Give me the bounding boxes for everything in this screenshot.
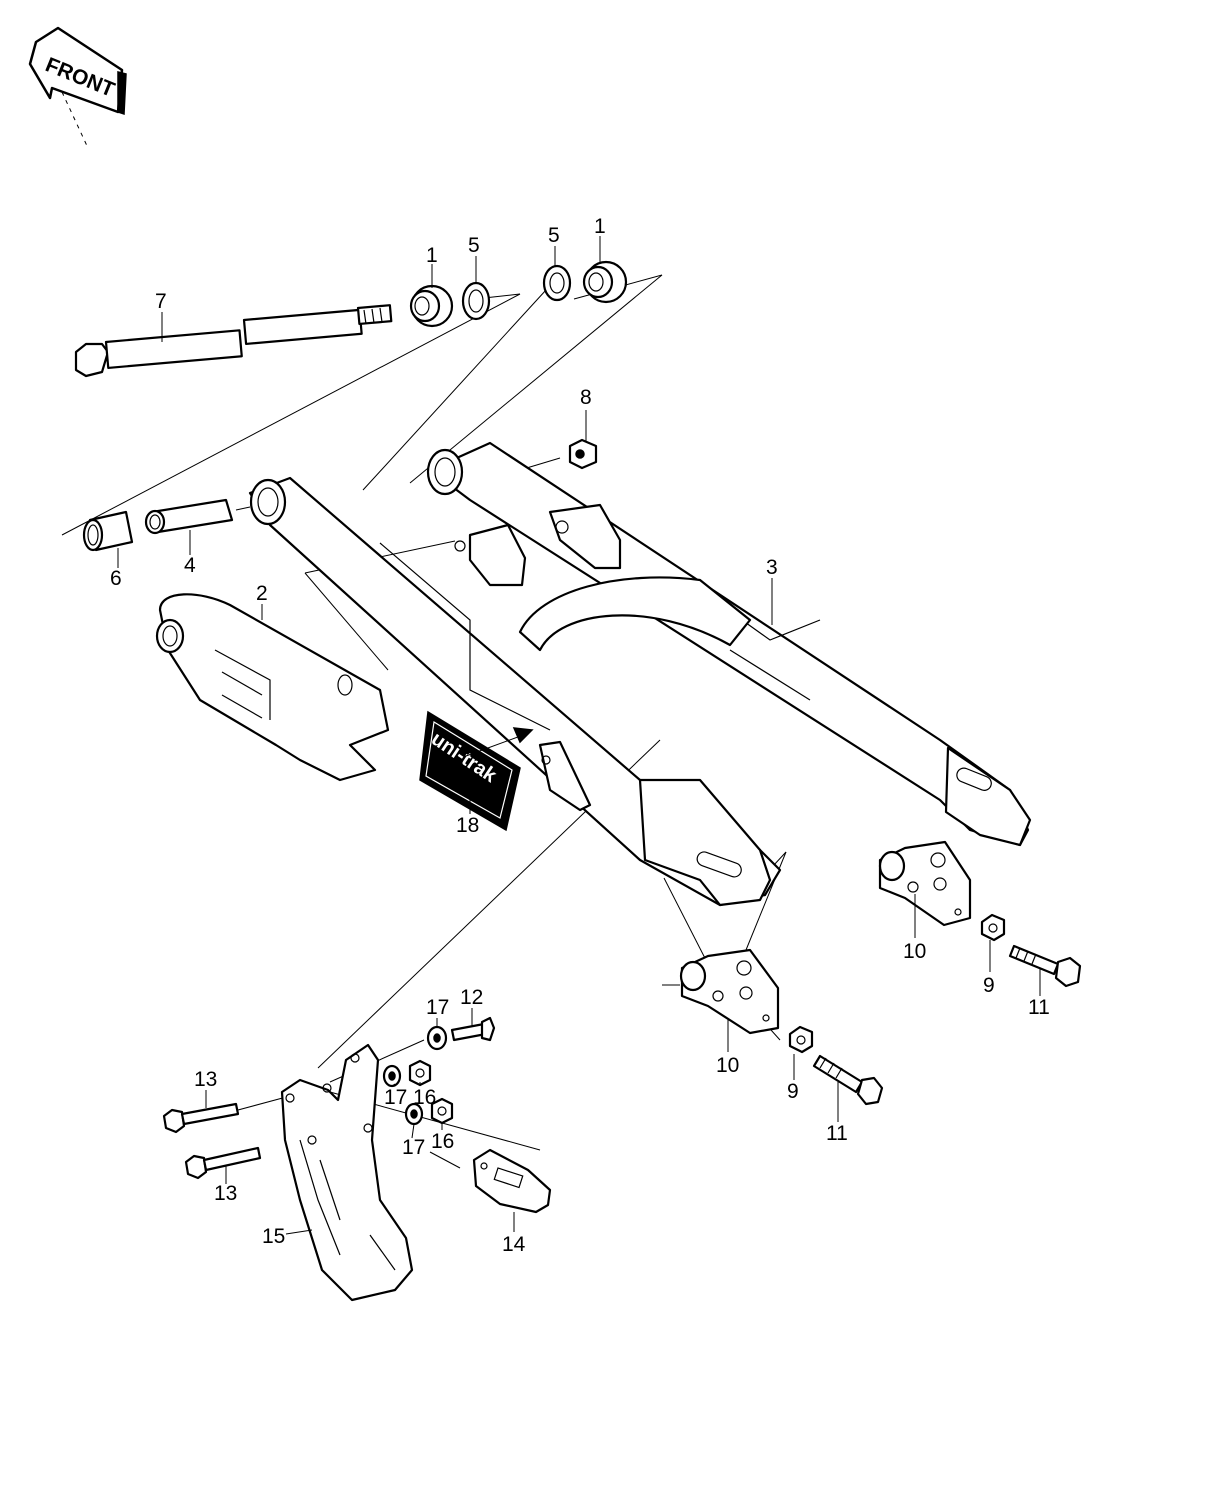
nut-16-top <box>408 1059 432 1087</box>
callout: 4 <box>184 554 196 577</box>
callout: 9 <box>983 974 995 997</box>
callout: 5 <box>468 234 480 257</box>
callout: 17 <box>402 1136 425 1159</box>
callout: 10 <box>716 1054 739 1077</box>
bolt-13-lower <box>184 1146 262 1180</box>
leader-lines <box>117 236 1041 1235</box>
callout: 5 <box>548 224 560 247</box>
nut-8 <box>568 438 598 470</box>
callout: 11 <box>826 1122 848 1145</box>
callout: 10 <box>903 940 926 963</box>
callout: 2 <box>256 582 268 605</box>
pivot-shaft <box>74 304 393 378</box>
bolt-13-upper <box>162 1102 240 1134</box>
callout: 16 <box>413 1086 436 1109</box>
chain-adjuster-left <box>679 948 780 1035</box>
chain-adjuster-right <box>878 840 972 927</box>
callout-numbers: 1 5 5 1 7 8 6 4 2 3 18 10 9 11 10 9 11 1… <box>110 215 1050 1256</box>
pivot-seal-left <box>461 281 491 321</box>
bolt-11-left <box>812 1054 884 1106</box>
callout: 9 <box>787 1080 799 1103</box>
nut-9-left <box>788 1025 814 1054</box>
swing-arm <box>248 441 1032 907</box>
callout: 15 <box>262 1225 285 1248</box>
callout: 1 <box>594 215 606 238</box>
bolt-11-right <box>1008 944 1082 988</box>
callout: 8 <box>580 386 592 409</box>
collar-4 <box>144 498 234 535</box>
pivot-seal-right <box>542 264 572 302</box>
washer-17-low <box>404 1102 424 1126</box>
callout: 16 <box>431 1130 454 1153</box>
callout: 18 <box>456 814 479 837</box>
uni-trak-decal: uni-trak <box>419 710 534 832</box>
chain-guide <box>280 1043 414 1302</box>
chain-case <box>155 593 390 782</box>
assembly-lines <box>61 274 787 1169</box>
callout: 17 <box>426 996 449 1019</box>
bolt-12 <box>450 1016 496 1042</box>
callout: 1 <box>426 244 438 267</box>
washer-17-mid <box>382 1064 402 1088</box>
nut-16-low <box>430 1097 454 1125</box>
callout: 17 <box>384 1086 407 1109</box>
guide-block <box>472 1148 552 1214</box>
pivot-bushing-right <box>582 260 628 304</box>
sleeve-6 <box>82 510 134 552</box>
callout: 12 <box>460 986 483 1009</box>
callout: 11 <box>1028 996 1050 1019</box>
callout: 7 <box>155 290 167 313</box>
pivot-bushing-left <box>409 284 454 328</box>
callout: 14 <box>502 1233 526 1256</box>
front-arrow: FRONT <box>28 26 127 149</box>
callout: 3 <box>766 556 778 579</box>
nut-9-right <box>980 913 1006 942</box>
callout: 13 <box>194 1068 217 1091</box>
washer-17-top <box>426 1025 448 1051</box>
callout: 6 <box>110 567 122 590</box>
callout: 13 <box>214 1182 237 1205</box>
